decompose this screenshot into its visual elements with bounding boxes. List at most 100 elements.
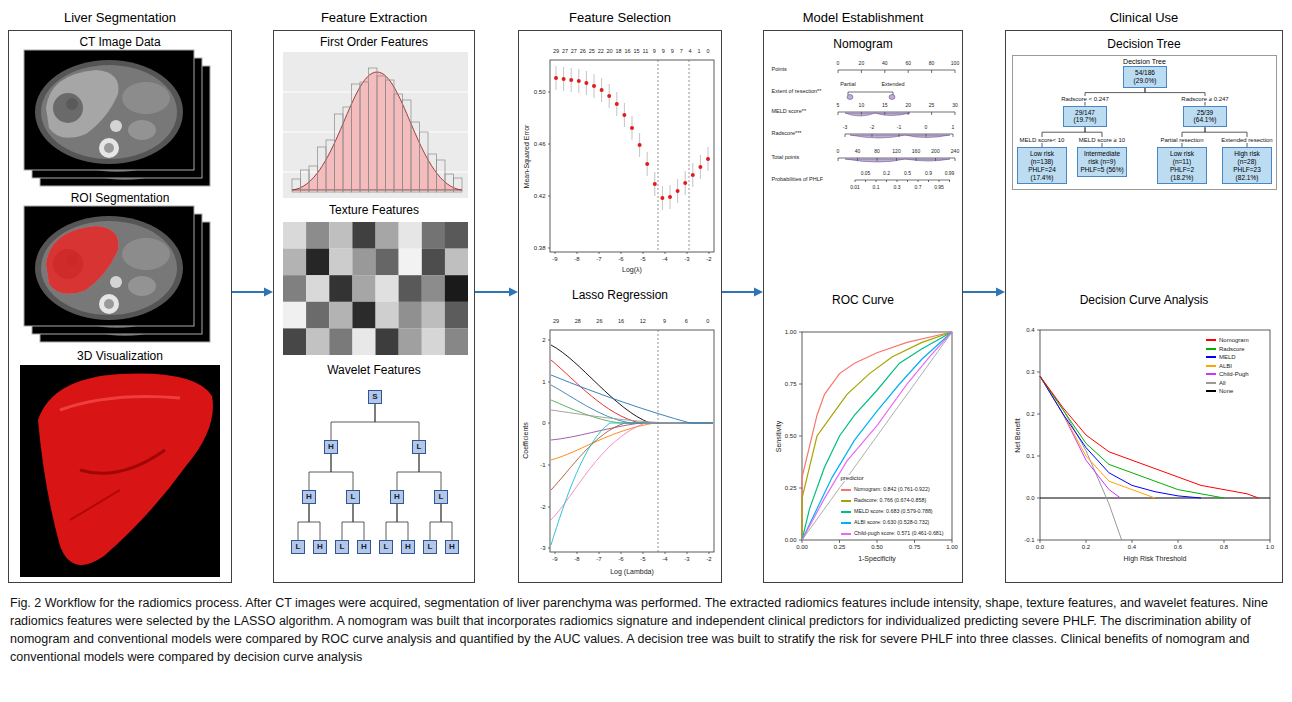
connector-line xyxy=(430,504,441,540)
wavelet-node: H xyxy=(302,490,316,504)
axis-label: 1 xyxy=(697,49,701,55)
axis-label: 0.75 xyxy=(784,381,797,387)
legend-swatch xyxy=(841,489,851,491)
axis-label: Partial xyxy=(840,82,857,88)
axis-label: 0.5 xyxy=(904,171,912,176)
connector xyxy=(475,288,518,297)
wavelet-node: L xyxy=(379,540,393,554)
axis-label: 0.38 xyxy=(533,245,546,251)
connector xyxy=(309,504,320,540)
legend-swatch xyxy=(841,522,851,524)
axis-label: 25 xyxy=(928,103,935,108)
wavelet-node: H xyxy=(445,540,459,554)
connector-line xyxy=(375,404,419,440)
tree-title: Decision Tree xyxy=(1013,58,1276,66)
wavelet-node: L xyxy=(335,540,349,554)
axis-title: Coefficients xyxy=(522,421,529,458)
connector-line xyxy=(722,291,756,293)
axis-label: 15 xyxy=(882,103,889,108)
axis-label: -2 xyxy=(706,556,712,562)
connector xyxy=(331,404,375,440)
axis-label: -4 xyxy=(662,256,668,262)
axis-label: 16 xyxy=(618,319,625,325)
wavelet-node: S xyxy=(368,390,382,404)
panel-heading: Feature Selection xyxy=(519,10,721,26)
panel-subheading: Wavelet Features xyxy=(274,363,474,377)
axis-label: 5 xyxy=(836,103,840,108)
liver-3d-render xyxy=(20,365,220,577)
axis-label: 120 xyxy=(892,149,901,154)
node-text: Intermediate risk (n=9) PHLF=5 (56%) xyxy=(1080,150,1124,173)
axis-label: 26 xyxy=(596,319,603,325)
node-text: H xyxy=(325,441,337,453)
axis-label: -2 xyxy=(540,504,546,510)
tree-node: Low risk (n=11) PHLF=2 (18.2%) xyxy=(1157,147,1207,184)
legend-swatch xyxy=(841,500,851,502)
node-text: L xyxy=(292,541,304,553)
arrow-head xyxy=(264,288,273,297)
figure-caption: Fig. 2 Workflow for the radiomics proces… xyxy=(10,594,1282,666)
node-text: H xyxy=(358,541,370,553)
legend-text: All xyxy=(1219,380,1226,386)
axis-label: 15 xyxy=(633,49,640,55)
axis-label: 0.25 xyxy=(833,544,846,550)
connector xyxy=(397,504,408,540)
node-text: Low risk (n=138) PHLF=24 (17.4%) xyxy=(1020,150,1064,181)
axis-label: 9 xyxy=(652,49,656,55)
legend-swatch xyxy=(841,511,851,513)
wavelet-node: L xyxy=(291,540,305,554)
node-text: H xyxy=(303,491,315,503)
axis-label: -8 xyxy=(574,256,580,262)
legend-item: Child-Pugh xyxy=(1205,371,1250,377)
axis-label: 27 xyxy=(561,49,568,55)
connector xyxy=(342,504,353,540)
axis-label: 0 xyxy=(706,319,710,325)
axis-label: 4 xyxy=(688,49,692,55)
wavelet-node: H xyxy=(313,540,327,554)
legend-item: Nomogram xyxy=(1205,337,1250,343)
arrow-head xyxy=(996,288,1005,297)
axis-label: 20 xyxy=(905,103,912,108)
axis-label: 1-Specificity xyxy=(858,555,897,562)
connector xyxy=(419,454,441,490)
axis-label: 0.7 xyxy=(914,185,922,190)
axis-label: 1.00 xyxy=(784,329,797,335)
wavelet-node: L xyxy=(423,540,437,554)
node-text: Low risk (n=11) PHLF=2 (18.2%) xyxy=(1160,150,1204,181)
axis-label: Total points xyxy=(771,155,800,161)
panel-box: Feature ExtractionFirst Order FeaturesTe… xyxy=(273,30,475,583)
axis-label: 0.42 xyxy=(533,193,546,199)
connector xyxy=(298,504,309,540)
node-text: L xyxy=(413,441,425,453)
legend-item: MELD xyxy=(1205,354,1237,360)
axis-label: -8 xyxy=(574,556,580,562)
axis-label: 200 xyxy=(931,149,940,154)
panel-heading: Liver Segmentation xyxy=(9,10,231,26)
legend-item: ALBI xyxy=(1205,362,1233,368)
wavelet-node: H xyxy=(401,540,415,554)
legend-text: ALBI score: 0.630 (0.528-0.732) xyxy=(854,519,929,525)
axis-label: 0.1 xyxy=(1026,453,1035,459)
axis-label: -1 xyxy=(896,125,901,130)
connector-line xyxy=(232,291,266,293)
axis-label: 0.50 xyxy=(533,89,546,95)
axis-label: 0.00 xyxy=(784,537,797,543)
axis-label: -1 xyxy=(540,462,546,468)
panel-subheading: Nomogram xyxy=(764,37,962,51)
axis-label: 12 xyxy=(639,319,646,325)
axis-label: 20 xyxy=(606,49,613,55)
axis-label: 0.46 xyxy=(533,141,546,147)
legend-text: Nomogram: 0.842 (0.761-0.922) xyxy=(854,486,930,492)
branch-label: MELD score< 10 xyxy=(1019,137,1066,143)
wavelet-node: L xyxy=(346,490,360,504)
axis-label: -7 xyxy=(596,556,602,562)
axis-label: -9 xyxy=(552,256,558,262)
axis-label: 18 xyxy=(615,49,622,55)
axis-label: 0.50 xyxy=(784,433,797,439)
node-text: H xyxy=(314,541,326,553)
connector-line xyxy=(331,454,353,490)
legend-text: Child-pugh score: 0.571 (0.461-0.681) xyxy=(854,530,944,536)
nomogram-plot xyxy=(838,70,955,182)
branch-label: Radscore ≥ 0.247 xyxy=(1180,96,1229,102)
